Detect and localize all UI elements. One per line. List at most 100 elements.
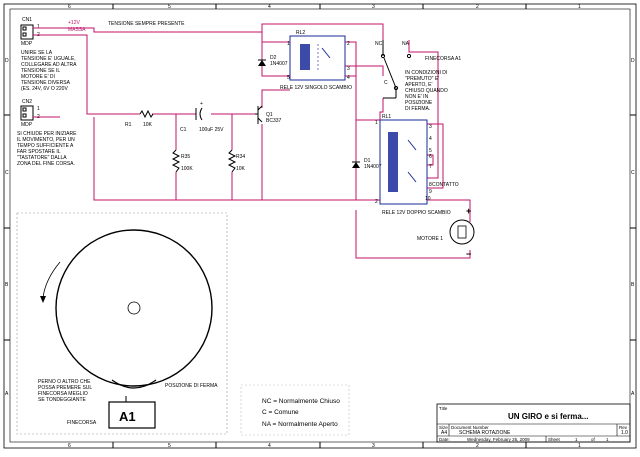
rl1-pin9: 9 <box>429 189 432 195</box>
finecorsa-c: C <box>384 80 388 86</box>
resistor-r34: R34 10K <box>227 149 246 173</box>
rl2-pin5: 5 <box>287 75 290 81</box>
docnum-label: Document Number <box>451 425 489 430</box>
svg-text:UNIRE SE LA: UNIRE SE LA <box>21 50 53 56</box>
rev-label: Rev <box>619 425 628 430</box>
frame-border <box>3 3 637 449</box>
motor-1: + − MOTORE 1 <box>417 206 475 259</box>
row-marker-left-a: A <box>5 391 9 397</box>
perno-note: PERNO O ALTRO CHE POSSA PREMERE SUL FINE… <box>38 379 92 403</box>
svg-text:FINECORSA MEGLIO: FINECORSA MEGLIO <box>38 391 88 397</box>
sheet-value: 1 <box>575 437 578 442</box>
d1-ref: D1 <box>364 158 371 164</box>
r1-value: 10K <box>143 122 153 128</box>
row-marker-left-c: C <box>5 170 9 176</box>
rev-value: 1.0 <box>621 430 628 436</box>
r35-value: 100K <box>181 166 193 172</box>
c1-value: 100uF 25V <box>199 127 224 133</box>
rl1-pin3: 3 <box>429 124 432 130</box>
svg-text:APERTO, E': APERTO, E' <box>405 82 432 88</box>
q1-ref: Q1 <box>266 112 273 118</box>
svg-text:"PREMUTO" E': "PREMUTO" E' <box>405 76 439 82</box>
resistor-r35: R35 100K <box>171 149 193 173</box>
posizione-label: POSIZIONE DI FERMA <box>165 383 218 389</box>
col-marker-bottom-4: 4 <box>268 443 271 449</box>
rl1-pin2: 2 <box>375 199 378 205</box>
svg-text:TENSIONE SE IL: TENSIONE SE IL <box>21 68 60 74</box>
row-marker-right-c: C <box>631 170 635 176</box>
col-marker-bottom-2: 2 <box>476 443 479 449</box>
svg-text:SI CHIUDE PER INIZIARE: SI CHIUDE PER INIZIARE <box>17 131 77 137</box>
row-marker-right-a: A <box>631 391 635 397</box>
a1-switch-box <box>108 401 156 429</box>
size-label: Size <box>439 425 448 430</box>
svg-text:PERNO O ALTRO CHE: PERNO O ALTRO CHE <box>38 379 91 385</box>
rl2-pin3: 3 <box>347 66 350 72</box>
diode-d1: D1 1N4007 <box>352 158 382 170</box>
svg-text:TENSIONE E' UGUALE,: TENSIONE E' UGUALE, <box>21 56 76 62</box>
of-label: of <box>591 437 596 442</box>
switch-finecorsa-a1: NC NA C FINECORSA A1 <box>375 40 461 99</box>
svg-text:"TASTATORE" DALLA: "TASTATORE" DALLA <box>17 155 67 161</box>
d2-value: 1N4007 <box>270 61 288 67</box>
frame-inner-border <box>9 8 631 443</box>
frame-column-markers: 6 5 4 3 2 1 6 5 4 3 2 1 <box>68 4 581 449</box>
col-marker-top-6: 6 <box>68 4 71 10</box>
disk <box>55 229 213 387</box>
col-marker-top-2: 2 <box>476 4 479 10</box>
connector-cn2: CN2 1 2 MDP <box>20 99 40 128</box>
a1-label: A1 <box>119 409 136 424</box>
cn1-pin1: 1 <box>37 24 40 30</box>
col-marker-bottom-1: 1 <box>578 443 581 449</box>
cn1-ref: CN1 <box>22 17 32 23</box>
size-value: A4 <box>441 430 447 436</box>
rl2-pin2: 2 <box>347 41 350 47</box>
svg-text:IN CONDIZIONI DI: IN CONDIZIONI DI <box>405 70 447 76</box>
motor-ref: MOTORE 1 <box>417 236 443 242</box>
svg-text:CHIUSO QUANDO: CHIUSO QUANDO <box>405 88 448 94</box>
date-label: Date: <box>439 437 450 442</box>
rl1-ref: RL1 <box>382 114 391 120</box>
rl2-pin4: 4 <box>347 75 350 81</box>
docnum-value: SCHEMA ROTAZIONE <box>459 430 511 436</box>
col-marker-top-4: 4 <box>268 4 271 10</box>
title-label: Title <box>439 406 448 411</box>
net-massa: MASSA <box>68 27 86 33</box>
row-marker-left-d: D <box>5 58 9 64</box>
mechanical-drawing-frame <box>16 212 228 435</box>
legend-box <box>240 384 350 436</box>
col-marker-top-3: 3 <box>372 4 375 10</box>
r35-ref: R35 <box>181 154 190 160</box>
resistor-r1: R1 10K <box>125 109 154 128</box>
rl1-value: RELE 12V DOPPIO SCAMBIO <box>382 210 451 216</box>
legend-nc: NC = Normalmente Chiuso <box>262 398 340 405</box>
net-always-on-label: TENSIONE SEMPRE PRESENTE <box>108 21 185 27</box>
svg-text:ZONA DEL FINE CORSA.: ZONA DEL FINE CORSA. <box>17 161 75 167</box>
svg-text:TENSIONE DIVERSA: TENSIONE DIVERSA <box>21 80 71 86</box>
cn2-note: SI CHIUDE PER INIZIARE IL MOVIMENTO, PER… <box>17 131 77 167</box>
disk-axle <box>127 301 141 315</box>
svg-text:NON E' IN: NON E' IN <box>405 94 429 100</box>
r1-ref: R1 <box>125 122 132 128</box>
svg-text:MOTORE E' DI: MOTORE E' DI <box>21 74 55 80</box>
motor-plus: + <box>466 206 471 216</box>
c1-ref: C1 <box>180 127 187 133</box>
row-marker-left-b: B <box>5 282 9 288</box>
relay-rl1: RL1 1 2 3 4 5 6 7 8 9 10 RELE 12V DOPPIO… <box>375 114 451 216</box>
cn2-type: MDP <box>21 122 33 128</box>
row-marker-right-b: B <box>631 282 635 288</box>
rl2-pin1: 1 <box>287 41 290 47</box>
svg-text:IL MOVIMENTO, PER UN: IL MOVIMENTO, PER UN <box>17 137 75 143</box>
legend-c: C = Comune <box>262 409 299 416</box>
capacitor-c1: + C1 100uF 25V <box>180 101 224 133</box>
rl1-pin4: 4 <box>429 136 432 142</box>
svg-text:POSIZIONE: POSIZIONE <box>405 100 433 106</box>
col-marker-bottom-5: 5 <box>168 443 171 449</box>
d2-ref: D2 <box>270 55 277 61</box>
rotation-arrow <box>42 261 61 299</box>
cn1-note: UNIRE SE LA TENSIONE E' UGUALE, COLLEGAR… <box>21 50 77 92</box>
q1-value: BC337 <box>266 118 282 124</box>
frame-row-markers: D C B A D C B A <box>4 58 636 397</box>
